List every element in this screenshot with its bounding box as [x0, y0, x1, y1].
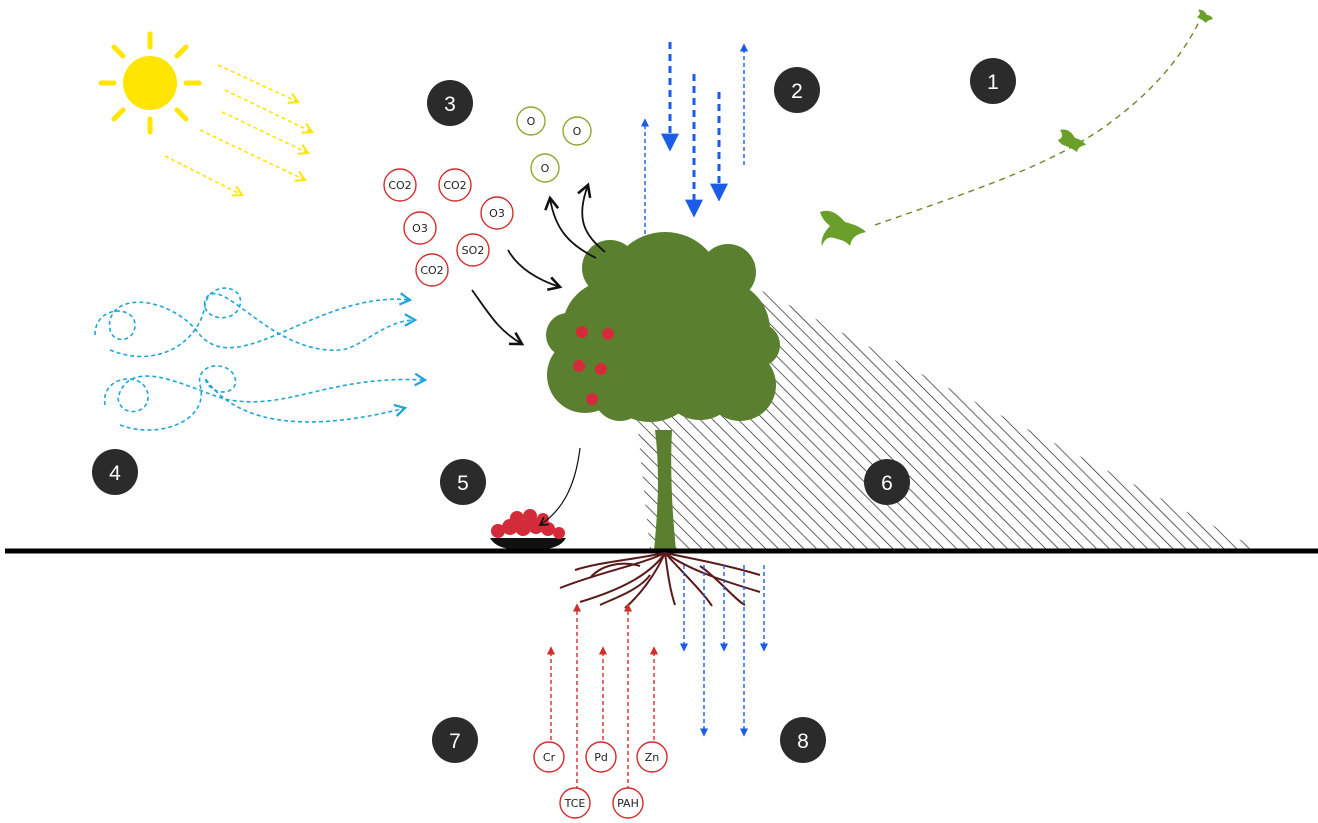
pollutant-molecule: CO2	[415, 253, 449, 287]
badge-3: 3	[427, 80, 473, 126]
pollutant-molecule: Pd	[585, 741, 617, 773]
badge-5: 5	[440, 459, 486, 505]
svg-text:TCE: TCE	[564, 797, 586, 810]
roots-icon	[559, 552, 761, 609]
pollutant-molecule: Zn	[636, 741, 668, 773]
svg-text:O3: O3	[489, 207, 505, 220]
sun-icon	[98, 31, 202, 135]
svg-text:SO2: SO2	[462, 244, 485, 257]
svg-text:1: 1	[987, 71, 999, 94]
infiltration-arrows	[679, 565, 769, 737]
oxygen-molecule: O	[562, 116, 592, 146]
svg-text:7: 7	[449, 730, 461, 753]
pollutant-molecule: PAH	[612, 787, 644, 819]
pollutant-molecule: O3	[403, 211, 437, 245]
bird-flight-path	[874, 19, 1201, 226]
fruit-bowl-icon	[490, 509, 566, 550]
bird-icon	[820, 9, 1213, 246]
svg-text:5: 5	[457, 472, 469, 495]
svg-text:Cr: Cr	[543, 751, 556, 764]
oxygen-molecules: O O O	[516, 106, 592, 183]
svg-text:3: 3	[444, 93, 456, 116]
pollutant-molecule: CO2	[383, 168, 417, 202]
svg-text:8: 8	[797, 730, 809, 753]
pollutant-molecule: CO2	[438, 168, 472, 202]
svg-text:O: O	[541, 162, 550, 175]
svg-text:O3: O3	[412, 222, 428, 235]
pollutant-uptake-arrows	[546, 603, 659, 790]
badge-7: 7	[432, 717, 478, 763]
badge-6: 6	[864, 459, 910, 505]
svg-text:CO2: CO2	[443, 179, 466, 192]
svg-text:O: O	[527, 115, 536, 128]
air-pollutants: CO2 CO2 O3 O3 SO2 CO2	[383, 168, 514, 287]
soil-pollutants: Cr Pd Zn TCE PAH	[533, 741, 668, 819]
wind-icon	[94, 287, 428, 431]
svg-text:2: 2	[791, 80, 803, 103]
svg-text:Zn: Zn	[645, 751, 660, 764]
svg-text:4: 4	[109, 462, 121, 485]
badge-1: 1	[970, 58, 1016, 104]
pollutant-molecule: SO2	[456, 233, 490, 267]
badge-8: 8	[780, 717, 826, 763]
oxygen-molecule: O	[530, 153, 560, 183]
gas-exchange-arrows	[471, 182, 606, 346]
fruit-drop-arrow	[538, 447, 581, 526]
badge-2: 2	[774, 67, 820, 113]
oxygen-molecule: O	[516, 106, 546, 136]
pollutant-molecule: Cr	[533, 741, 565, 773]
svg-text:Pd: Pd	[594, 751, 608, 764]
svg-text:CO2: CO2	[420, 264, 443, 277]
shade-hatch	[620, 243, 1260, 550]
svg-text:CO2: CO2	[388, 179, 411, 192]
pollutant-molecule: O3	[480, 196, 514, 230]
fruit-on-tree	[573, 326, 614, 405]
number-badges: 1 2 3 4 5 6 7 8	[92, 58, 1016, 763]
svg-text:O: O	[573, 125, 582, 138]
rain-icon	[640, 42, 749, 248]
sun-rays	[164, 64, 314, 197]
tree-icon	[546, 232, 780, 550]
badge-4: 4	[92, 449, 138, 495]
pollutant-molecule: TCE	[559, 787, 591, 819]
svg-text:PAH: PAH	[617, 797, 639, 810]
svg-text:6: 6	[881, 472, 893, 495]
